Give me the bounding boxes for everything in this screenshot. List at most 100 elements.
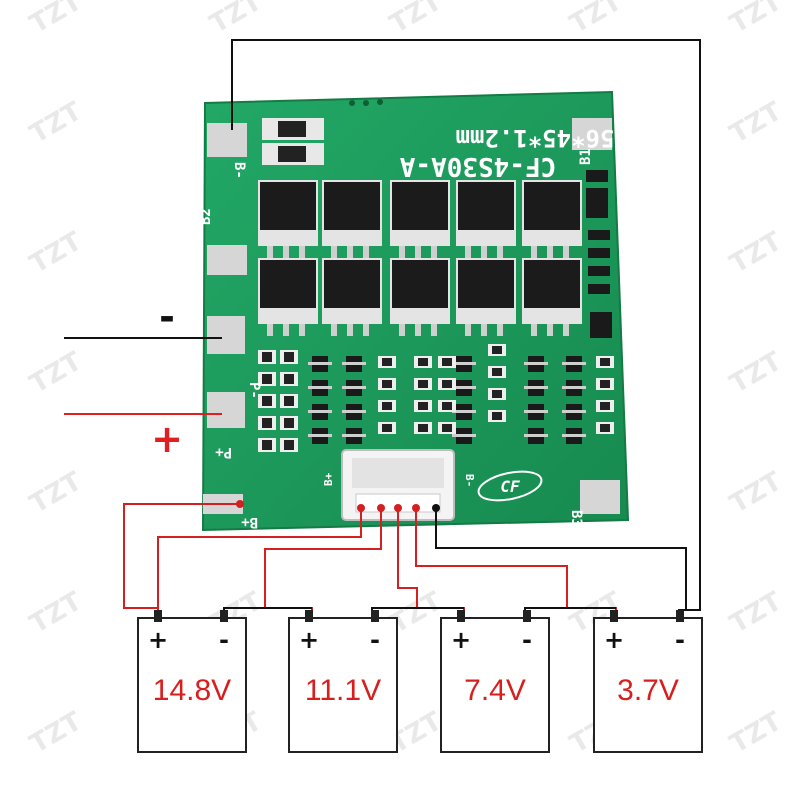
smd-ic [452,356,476,372]
watermark-text: TZT [725,0,787,40]
connector-pin-dots [236,500,440,512]
board-size-label: 56*45*1.2mm [456,124,615,152]
smd-resistor [596,378,614,390]
label-b3: B3 [568,510,584,527]
battery-minus-terminal [523,610,531,622]
label-conn-b-plus: B+ [322,472,335,486]
smd-ic [524,356,548,372]
watermark-text: TZT [25,586,87,639]
smd-resistor [258,372,276,386]
battery-voltage-label: 11.1V [305,674,381,707]
mosfet [322,180,382,258]
cf-logo: CF [477,470,543,502]
battery-pack: +-14.8V+-11.1V+-7.4V+-3.7V [137,610,703,753]
watermark-text: TZT [205,0,267,40]
battery-minus-label: - [522,626,532,654]
b-minus-pad [207,123,247,157]
battery-plus-terminal [457,610,465,622]
mosfet [322,258,382,336]
smd-resistor [596,356,614,368]
smd-resistor [438,356,456,368]
battery-plus-label: + [148,626,168,654]
smd-ic [452,404,476,420]
right-side-parts [586,170,612,338]
battery-plus-terminal [610,610,618,622]
p-plus-pad [207,392,245,428]
board-model-label: CF-4S30A-A [399,151,556,181]
smd-ic [562,356,586,372]
smd-resistor [258,416,276,430]
smd-component-grid [258,344,614,452]
p-minus-pad [207,316,245,354]
smd-ic [342,380,366,396]
battery-plus-label: + [299,626,319,654]
smd-ic [562,404,586,420]
battery-minus-terminal [220,610,228,622]
smd-ic [342,356,366,372]
smd-ic [562,428,586,444]
smd-resistor [378,422,396,434]
smd-ic [562,380,586,396]
b3-pad [580,480,620,514]
smd-resistor [488,410,506,422]
smd-ic [524,380,548,396]
label-b-plus-pad: B+ [241,514,258,530]
smd-ic [308,428,332,444]
smd-resistor [378,400,396,412]
watermark-text: TZT [25,706,87,759]
top-resistors [262,118,324,165]
smd-resistor [596,400,614,412]
watermark-text: TZT [725,96,787,149]
battery-body [440,617,550,753]
smd-resistor [258,438,276,452]
watermark-text: TZT [25,346,87,399]
mosfet [390,180,450,258]
smd-resistor [414,422,432,434]
b2-pad [207,245,247,275]
label-p-plus: P+ [215,444,232,460]
smd-ic [308,380,332,396]
battery-minus-label: - [219,626,229,654]
battery-plus-terminal [305,610,313,622]
smd-resistor [280,438,298,452]
watermark-text: TZT [25,466,87,519]
battery-minus-terminal [371,610,379,622]
smd-resistor [280,394,298,408]
smd-resistor [280,350,298,364]
smd-ic [452,428,476,444]
smd-resistor [414,378,432,390]
smd-resistor [488,388,506,400]
battery-body [137,617,247,753]
mosfet [456,180,516,258]
label-b2: B2 [198,208,214,225]
smd-resistor [258,394,276,408]
battery-body [288,617,398,753]
label-conn-b-minus: B- [463,474,476,487]
label-b1: B1 [578,148,594,165]
smd-resistor [258,350,276,364]
mosfet [258,258,318,336]
mosfet [456,258,516,336]
smd-ic [524,428,548,444]
watermark-text: TZT [725,706,787,759]
watermark-text: TZT [725,346,787,399]
mosfet-array [258,180,582,336]
smd-ic [342,428,366,444]
mosfet [258,180,318,258]
battery-cell: +-3.7V [593,610,703,753]
battery-voltage-label: 14.8V [153,674,231,707]
watermark-text: TZT [385,0,447,40]
watermark-text: TZT [565,0,627,40]
battery-cell: +-11.1V [288,610,398,753]
battery-voltage-label: 7.4V [464,674,526,707]
smd-resistor [488,344,506,356]
battery-plus-label: + [451,626,471,654]
watermark-text: TZT [725,586,787,639]
smd-resistor [438,378,456,390]
smd-resistor [280,372,298,386]
b1-pad [572,118,612,150]
smd-resistor [378,378,396,390]
smd-ic [452,380,476,396]
watermark-text: TZT [725,466,787,519]
